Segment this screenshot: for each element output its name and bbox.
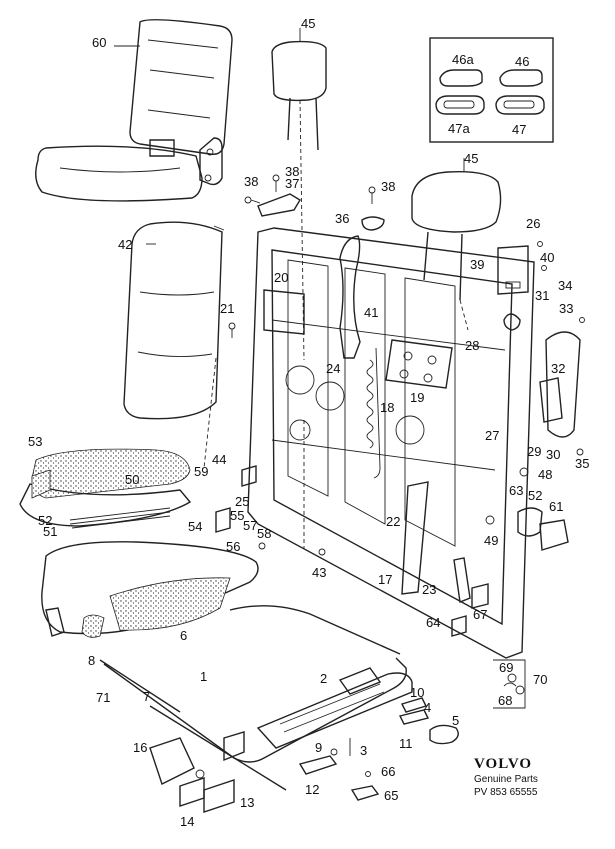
callout-28: 28 xyxy=(465,338,479,353)
callout-36: 36 xyxy=(335,211,349,226)
callout-38-a: 38 xyxy=(244,174,258,189)
callout-51: 51 xyxy=(43,524,57,539)
callout-48: 48 xyxy=(538,467,552,482)
callout-43: 43 xyxy=(312,565,326,580)
callout-49: 49 xyxy=(484,533,498,548)
callout-40: 40 xyxy=(540,250,554,265)
callout-34: 34 xyxy=(558,278,572,293)
side-panel-components xyxy=(497,241,585,477)
complete-seat-illustration xyxy=(35,19,233,202)
callout-46a: 46a xyxy=(452,52,474,67)
leader-lines xyxy=(114,28,469,548)
callout-41: 41 xyxy=(364,305,378,320)
callout-7: 7 xyxy=(143,689,150,704)
callout-71: 71 xyxy=(96,690,110,705)
callout-56: 56 xyxy=(226,539,240,554)
callout-4: 4 xyxy=(424,700,431,715)
callout-47: 47 xyxy=(512,122,526,137)
callout-20: 20 xyxy=(274,270,288,285)
callout-35: 35 xyxy=(575,456,589,471)
belt-strap-and-spring xyxy=(339,235,381,479)
callout-17: 17 xyxy=(378,572,392,587)
callout-22: 22 xyxy=(386,514,400,529)
callout-31: 31 xyxy=(535,288,549,303)
callout-70: 70 xyxy=(533,672,547,687)
headrest-lower xyxy=(411,171,502,301)
callout-23: 23 xyxy=(422,582,436,597)
callout-67: 67 xyxy=(473,607,487,622)
callout-54: 54 xyxy=(188,519,202,534)
callout-64: 64 xyxy=(426,615,440,630)
callout-13: 13 xyxy=(240,795,254,810)
callout-14: 14 xyxy=(180,814,194,829)
lower-hardware-right xyxy=(298,697,459,801)
callout-32: 32 xyxy=(551,361,565,376)
center-hardware xyxy=(215,289,569,637)
callout-33: 33 xyxy=(559,301,573,316)
callout-57: 57 xyxy=(243,518,257,533)
callout-44: 44 xyxy=(212,452,226,467)
callout-30: 30 xyxy=(546,447,560,462)
callout-24: 24 xyxy=(326,361,340,376)
bracket-and-screws xyxy=(244,174,385,231)
callout-19: 19 xyxy=(410,390,424,405)
callout-65: 65 xyxy=(384,788,398,803)
callout-27: 27 xyxy=(485,428,499,443)
callout-11: 11 xyxy=(399,736,413,751)
seat-cushion-bottom xyxy=(41,541,259,638)
callout-1: 1 xyxy=(200,669,207,684)
backrest-cover xyxy=(123,221,225,420)
callout-6: 6 xyxy=(180,628,187,643)
callout-52: 52 xyxy=(528,488,542,503)
callout-3: 3 xyxy=(360,743,367,758)
callout-63: 63 xyxy=(509,483,523,498)
backrest-frame xyxy=(247,227,535,659)
lower-hardware-left xyxy=(149,731,245,813)
callout-5: 5 xyxy=(452,713,459,728)
callout-69: 69 xyxy=(499,660,513,675)
headrest-upper xyxy=(271,40,327,151)
callout-39: 39 xyxy=(470,257,484,272)
callout-60: 60 xyxy=(92,35,106,50)
inset-box-clips xyxy=(493,659,526,709)
callout-61: 61 xyxy=(549,499,563,514)
callout-47a: 47a xyxy=(448,121,470,136)
callout-8: 8 xyxy=(88,653,95,668)
callout-labels: 45 60 46a 46 47a 47 45 38 38 37 38 36 42… xyxy=(28,16,589,829)
callout-58: 58 xyxy=(257,526,271,541)
callout-38-b: 38 xyxy=(285,164,299,179)
callout-26: 26 xyxy=(526,216,540,231)
seat-frame xyxy=(99,605,413,791)
callout-45-top: 45 xyxy=(301,16,315,31)
callout-16: 16 xyxy=(133,740,147,755)
callout-18: 18 xyxy=(380,400,394,415)
callout-45-mid: 45 xyxy=(464,151,478,166)
callout-66: 66 xyxy=(381,764,395,779)
volvo-logo-text: VOLVO xyxy=(474,756,533,772)
callout-29: 29 xyxy=(527,444,541,459)
latch-plate xyxy=(385,339,453,389)
callout-37: 37 xyxy=(285,176,299,191)
callout-25: 25 xyxy=(235,494,249,509)
callout-21: 21 xyxy=(220,301,234,316)
callout-46: 46 xyxy=(515,54,529,69)
callout-55: 55 xyxy=(230,508,244,523)
callout-52-left: 52 xyxy=(38,513,52,528)
seat-cushion-top xyxy=(19,448,192,529)
brand-block: VOLVO Genuine Parts PV 853 65555 xyxy=(474,756,594,798)
inset-box-headrest-caps xyxy=(429,37,554,143)
callout-38-c: 38 xyxy=(381,179,395,194)
callout-59: 59 xyxy=(194,464,208,479)
callout-50: 50 xyxy=(125,472,139,487)
document-number: PV 853 65555 xyxy=(474,787,538,798)
callout-2: 2 xyxy=(320,671,327,686)
callout-9: 9 xyxy=(315,740,322,755)
callout-42: 42 xyxy=(118,237,132,252)
callout-68: 68 xyxy=(498,693,512,708)
brand-subtitle: Genuine Parts xyxy=(474,774,538,785)
callout-53: 53 xyxy=(28,434,42,449)
callout-12: 12 xyxy=(305,782,319,797)
callout-10: 10 xyxy=(410,685,424,700)
